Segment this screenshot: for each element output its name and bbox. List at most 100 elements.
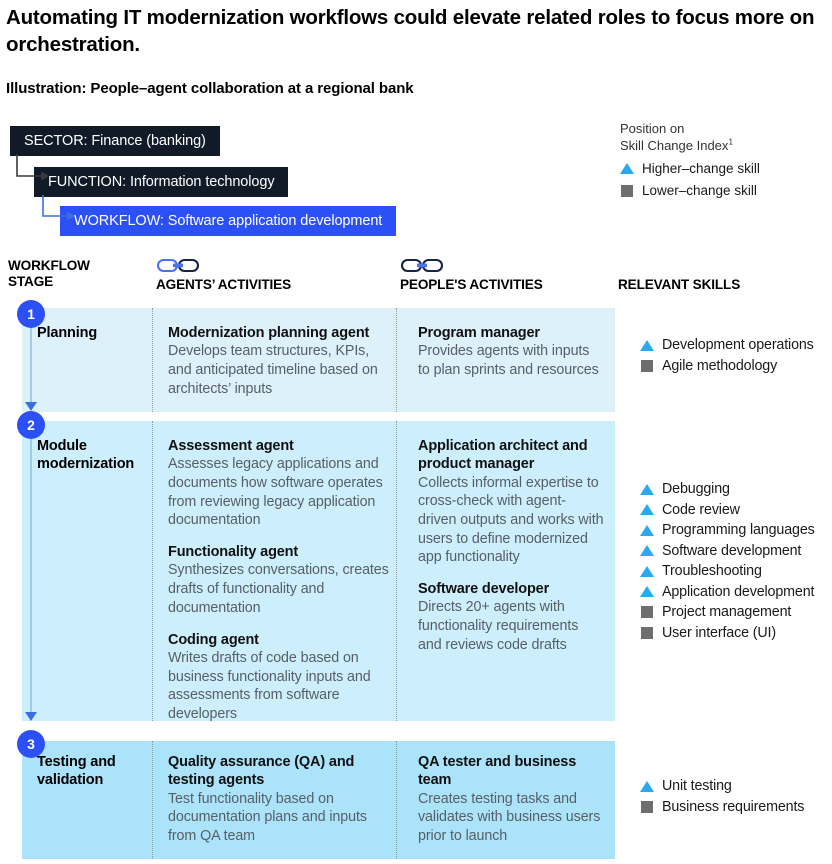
skill-item: Code review: [640, 502, 832, 518]
legend-item-label: Lower–change skill: [642, 183, 757, 199]
activity-title: Program manager: [418, 325, 540, 341]
column-header-line1: WORKFLOW: [8, 258, 90, 273]
skill-item: Troubleshooting: [640, 563, 832, 579]
activity-body: Collects informal expertise to cross-che…: [418, 474, 604, 566]
skill-label: Business requirements: [662, 798, 805, 815]
legend-item-label: Higher–change skill: [642, 161, 760, 177]
activity-block: Application architect and product manage…: [418, 437, 604, 567]
breadcrumb-workflow-label: WORKFLOW: Software application developme…: [74, 212, 383, 229]
breadcrumb-workflow: WORKFLOW: Software application developme…: [60, 206, 397, 236]
stage-number-badge: 1: [17, 300, 45, 328]
activity-body: Directs 20+ agents with functionality re…: [418, 599, 579, 653]
activity-block: Software developer Directs 20+ agents wi…: [418, 580, 604, 654]
column-header-agents-activities: AGENTS’ ACTIVITIES: [156, 277, 292, 292]
breadcrumb-sector-label: SECTOR: Finance (banking): [24, 132, 206, 149]
activity-block: QA tester and business team Creates test…: [418, 753, 604, 846]
skill-item: Application development: [640, 584, 832, 600]
breadcrumb-elbow-sector-to-function-icon: [16, 154, 49, 181]
breadcrumb-function: FUNCTION: Information technology: [34, 167, 289, 197]
activity-title: Assessment agent: [168, 438, 294, 454]
activity-title: Software developer: [418, 581, 550, 598]
stage-label: Testing and validation: [37, 754, 116, 789]
activity-body: Creates testing tasks and validates with…: [418, 790, 601, 844]
breadcrumb-sector: SECTOR: Finance (banking): [10, 126, 220, 156]
activity-body: Test functionality based on documentatio…: [168, 790, 367, 844]
activity-title: Modernization planning agent: [168, 325, 370, 341]
peoples-activities-cell: QA tester and business team Creates test…: [418, 753, 604, 846]
legend-footnote-marker: 1: [728, 136, 734, 147]
skill-label: Programming languages: [662, 522, 815, 538]
stage-connector-arrow-icon: [25, 402, 37, 411]
legend-item-lower-change: Lower–change skill: [620, 183, 832, 198]
skill-label: Debugging: [662, 481, 730, 497]
column-header-peoples-activities: PEOPLE'S ACTIVITIES: [400, 277, 543, 292]
stage-connector-line: [30, 432, 32, 714]
triangle-marker-icon: [640, 586, 654, 597]
relevant-skills-cell: Debugging Code review Programming langua…: [640, 481, 832, 645]
activity-body: Provides agents with inputs to plan spri…: [418, 343, 599, 378]
activity-block: Quality assurance (QA) and testing agent…: [168, 753, 396, 846]
activity-title: Quality assurance (QA) and testing agent…: [168, 754, 355, 789]
activity-body: Synthesizes conversations, creates draft…: [168, 562, 389, 616]
skill-item: Debugging: [640, 481, 832, 497]
activity-body: Assesses legacy applications and documen…: [168, 456, 383, 529]
column-divider: [152, 741, 153, 859]
skill-label: Project management: [662, 604, 792, 620]
column-header-line2: STAGE: [8, 273, 54, 289]
row-band-planning: [22, 308, 615, 412]
skill-item: Programming languages: [640, 522, 832, 538]
stage-connector-arrow-icon: [25, 712, 37, 721]
activity-block: Coding agent Writes drafts of code based…: [168, 631, 396, 724]
legend-title: Position on Skill Change Index1: [620, 121, 832, 154]
triangle-marker-icon: [640, 483, 654, 495]
skill-label: User interface (UI): [662, 624, 776, 641]
square-marker-icon: [641, 626, 653, 639]
activity-title: Functionality agent: [168, 544, 299, 561]
triangle-marker-icon: [640, 504, 654, 515]
triangle-marker-icon: [640, 565, 654, 577]
agents-activities-cell: Assessment agent Assesses legacy applica…: [168, 437, 396, 724]
skill-label: Agile methodology: [662, 357, 778, 374]
skill-label: Code review: [662, 501, 740, 518]
square-marker-icon: [641, 606, 653, 618]
square-marker-icon: [641, 359, 653, 372]
square-marker-icon: [621, 184, 633, 197]
stage-number-badge: 2: [17, 411, 45, 439]
agents-activities-cell: Quality assurance (QA) and testing agent…: [168, 753, 396, 846]
skill-item: User interface (UI): [640, 625, 832, 641]
relevant-skills-cell: Development operations Agile methodology: [640, 337, 832, 378]
skill-item: Agile methodology: [640, 358, 832, 374]
legend-item-higher-change: Higher–change skill: [620, 161, 832, 176]
activity-body: Develops team structures, KPIs, and anti…: [168, 343, 378, 397]
triangle-marker-icon: [640, 524, 654, 536]
activity-block: Program manager Provides agents with inp…: [418, 324, 604, 380]
page-headline: Automating IT modernization workflows co…: [6, 6, 815, 57]
column-divider: [396, 308, 397, 412]
chain-link-icon: [400, 258, 444, 273]
skill-item: Project management: [640, 604, 832, 620]
chain-link-icon: [156, 258, 200, 273]
breadcrumb-function-label: FUNCTION: Information technology: [48, 173, 275, 190]
column-header-relevant-skills: RELEVANT SKILLS: [618, 277, 741, 292]
skill-item: Development operations: [640, 337, 832, 353]
skill-item: Unit testing: [640, 778, 832, 794]
column-divider: [396, 741, 397, 859]
legend: Position on Skill Change Index1 Higher–c…: [620, 121, 832, 198]
skill-label: Unit testing: [662, 778, 732, 794]
stage-label: Planning: [37, 325, 98, 341]
activity-block: Modernization planning agent Develops te…: [168, 324, 396, 398]
breadcrumb-elbow-function-to-workflow-icon: [42, 195, 75, 221]
activity-title: Application architect and product manage…: [418, 438, 588, 473]
activity-block: Functionality agent Synthesizes conversa…: [168, 543, 396, 617]
row-band-module-modernization: [22, 421, 615, 721]
stage-label: Module modernization: [37, 438, 135, 473]
triangle-marker-icon: [640, 780, 654, 792]
square-marker-icon: [641, 800, 653, 813]
column-divider: [152, 308, 153, 412]
column-divider: [152, 421, 153, 721]
skill-label: Application development: [662, 583, 815, 600]
skill-item: Business requirements: [640, 799, 832, 815]
legend-title-line2: Skill Change Index: [620, 137, 729, 153]
activity-block: Assessment agent Assesses legacy applica…: [168, 437, 396, 530]
stage-number-badge: 3: [17, 730, 45, 758]
